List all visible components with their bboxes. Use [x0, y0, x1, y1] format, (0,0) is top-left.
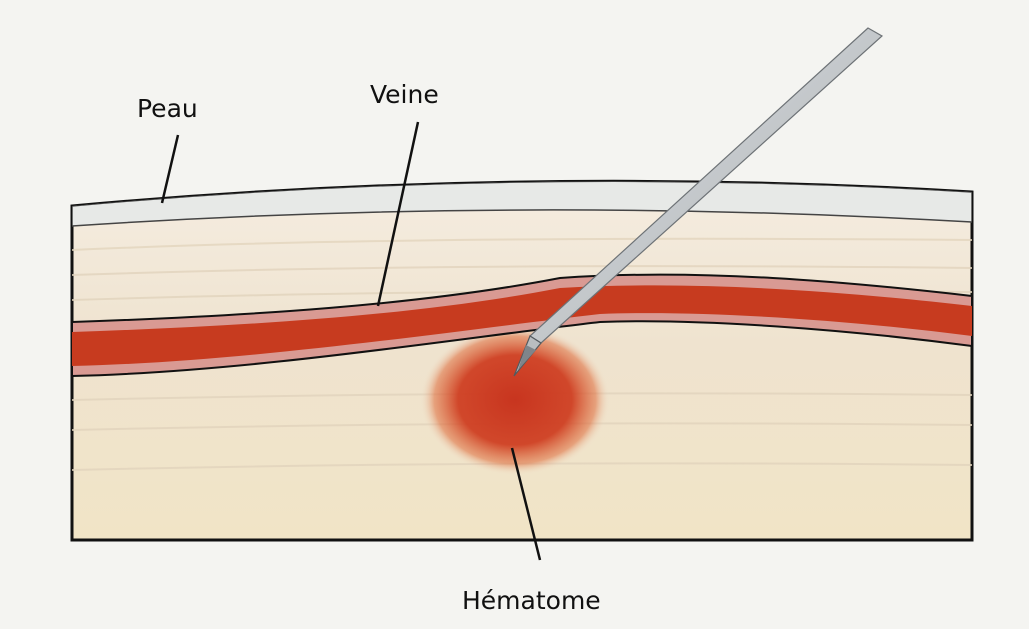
- hematoma: [420, 325, 610, 475]
- vein-label: Veine: [370, 82, 439, 107]
- skin-label: Peau: [137, 96, 198, 121]
- hematoma-label: Hématome: [462, 588, 601, 613]
- skin-leader-line: [162, 135, 178, 203]
